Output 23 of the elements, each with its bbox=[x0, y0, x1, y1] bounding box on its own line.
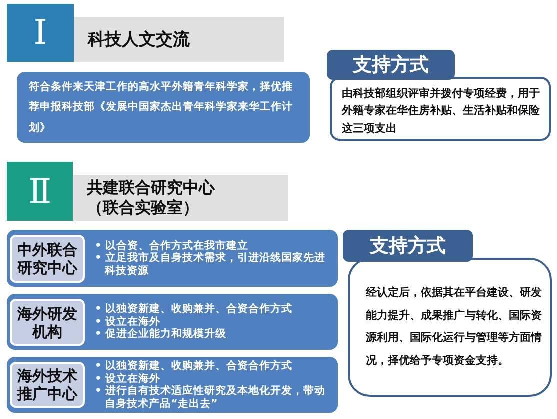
bullet-item: • 以独资新建、收购兼并、合资合作方式 bbox=[95, 303, 294, 316]
bullet-item: • 以合资、合作方式在我市建立 bbox=[95, 240, 250, 252]
title-band: 科技人文交流 bbox=[74, 17, 284, 62]
category-row bbox=[7, 230, 338, 287]
description-box: 符合条件来天津工作的高水平外籍青年科学家，择优推荐申报科技部《发展中国家杰出青年科学家来华工作计划》 bbox=[17, 72, 310, 143]
category-row bbox=[7, 294, 338, 350]
numeral-box: Ⅰ bbox=[7, 4, 74, 62]
tab-label: 支持方式 bbox=[327, 50, 455, 80]
bullet-item: • 以独资新建、收购兼并、合资合作方式 bbox=[95, 360, 294, 372]
support-box: 经认定后，依据其在平台建设、研发能力提升、成果推广与转化、国际资源利用、国际化运行与管理等方面情况，择优给予专项资金支持。 bbox=[348, 258, 552, 397]
category-label: 海外技术推广中心 bbox=[10, 362, 85, 408]
support-box: 由科技部组织评审并拨付专项经费，用于外籍专家在华住房补贴、生活补贴和保险这三项支出 bbox=[330, 77, 551, 141]
title-band: 共建联合研究中心（联合实验室） bbox=[73, 175, 288, 221]
bullet-item: • 立足我市及自身技术需求，引进沿线国家先进科技资源 bbox=[95, 252, 326, 278]
tab-label: 支持方式 bbox=[343, 230, 473, 262]
category-label: 中外联合研究中心 bbox=[10, 235, 85, 283]
category-label: 海外研发机构 bbox=[10, 299, 85, 346]
category-row bbox=[7, 357, 338, 413]
bullet-item: • 进行自有技术适应性研究及本地化开发，带动自身技术产品“走出去” bbox=[95, 385, 326, 410]
bullet-item: • 设立在海外 bbox=[95, 316, 162, 328]
bullet-item: • 促进企业能力和规模升级 bbox=[95, 328, 228, 341]
numeral-box: Ⅱ bbox=[7, 162, 73, 221]
bullet-item: • 设立在海外 bbox=[95, 372, 162, 385]
